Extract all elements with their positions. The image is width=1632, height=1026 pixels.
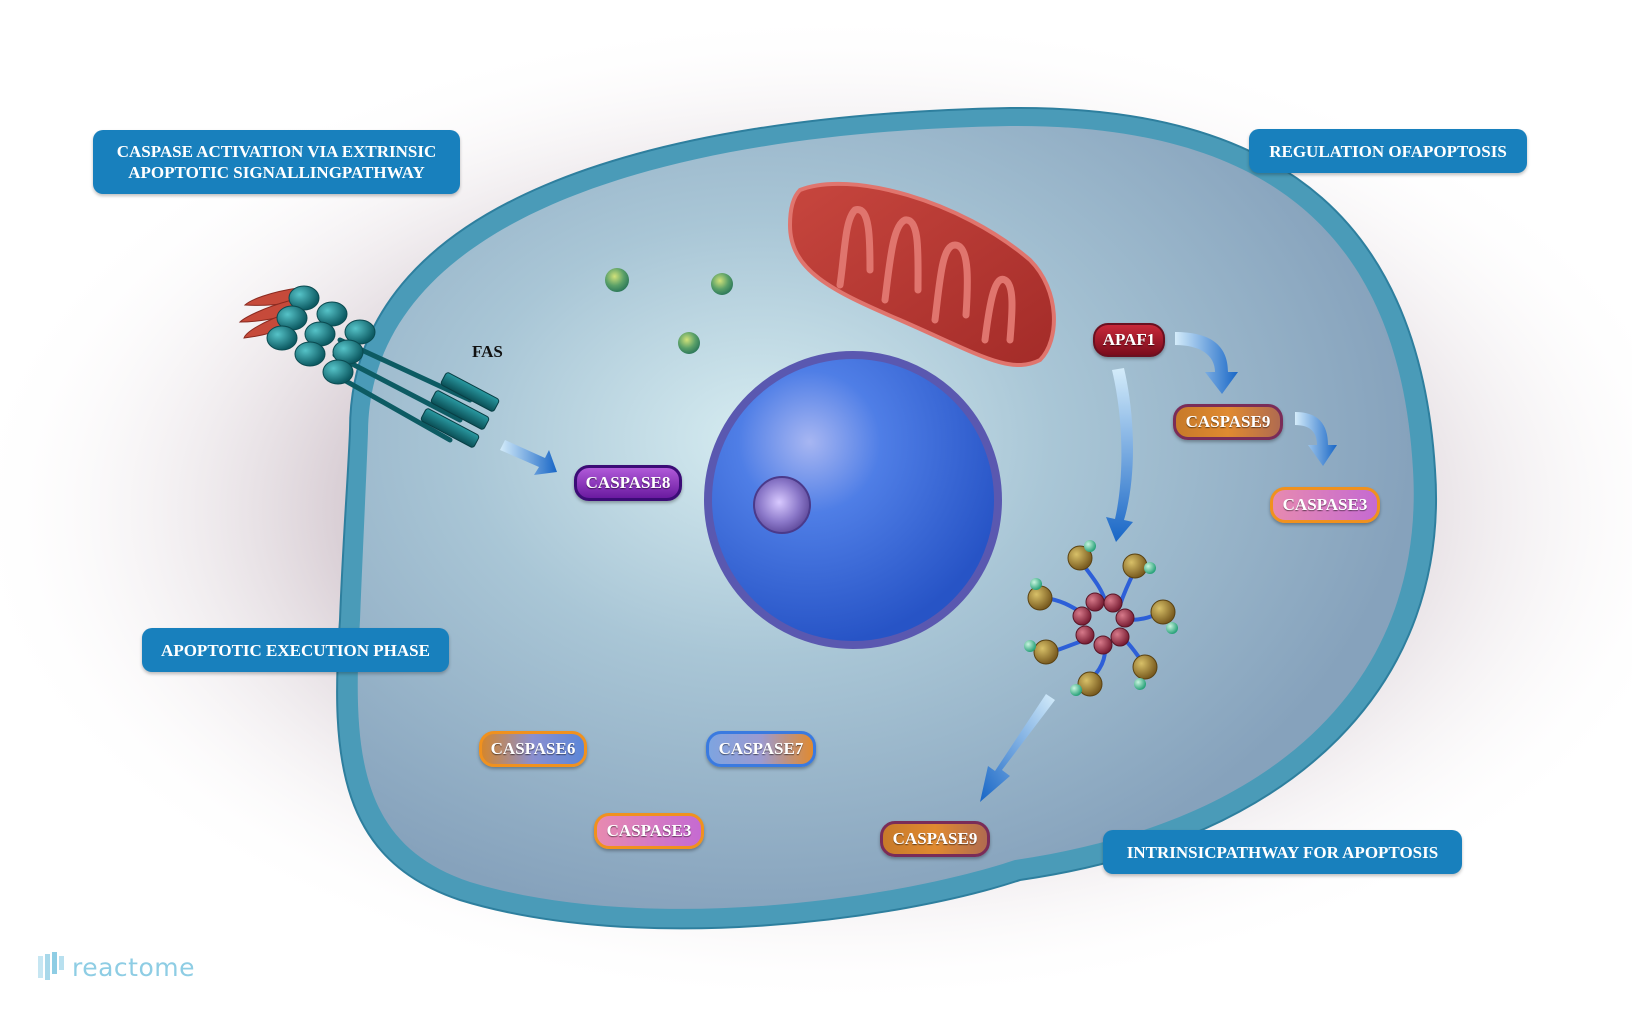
arrow-apoptosome-to-caspase9 <box>980 694 1055 802</box>
caspase9-top-pill[interactable]: CASPASE9 <box>1173 404 1283 440</box>
pathway-box-extrinsic-line1: CASPASE ACTIVATION VIA EXTRINSIC <box>116 142 437 161</box>
mitochondrion <box>787 181 1056 368</box>
apoptosome-icon <box>1024 540 1178 697</box>
caspase3-right-pill[interactable]: CASPASE3 <box>1270 487 1380 523</box>
caspase9-bottom-pill[interactable]: CASPASE9 <box>880 821 990 857</box>
pathway-box-extrinsic-line2: APOPTOTIC SIGNALLINGPATHWAY <box>128 163 425 182</box>
vesicle <box>711 273 733 295</box>
arrow-caspase9-to-caspase3 <box>1295 412 1337 466</box>
caspase3-bottom-pill[interactable]: CASPASE3 <box>594 813 704 849</box>
apaf1-pill[interactable]: APAF1 <box>1093 323 1165 357</box>
pathway-box-execution-label: APOPTOTIC EXECUTION PHASE <box>161 640 430 660</box>
arrow-apaf1-to-apoptosome <box>1106 368 1133 542</box>
pathway-box-execution[interactable]: APOPTOTIC EXECUTION PHASE <box>142 628 449 672</box>
pathway-box-intrinsic-label: INTRINSICPATHWAY FOR APOPTOSIS <box>1126 842 1439 862</box>
caspase7-pill[interactable]: CASPASE7 <box>706 731 816 767</box>
pathway-box-intrinsic[interactable]: INTRINSICPATHWAY FOR APOPTOSIS <box>1103 830 1462 874</box>
pathway-box-regulation[interactable]: REGULATION OFAPOPTOSIS <box>1249 129 1527 173</box>
arrow-apaf1-to-caspase9 <box>1175 332 1238 394</box>
caspase6-pill[interactable]: CASPASE6 <box>479 731 587 767</box>
nucleolus <box>753 476 811 534</box>
fas-receptor-icon <box>238 285 500 448</box>
nucleus <box>704 351 1002 649</box>
reactome-logo: reactome <box>36 950 195 984</box>
fas-label: FAS <box>472 342 503 361</box>
pathway-box-extrinsic[interactable]: CASPASE ACTIVATION VIA EXTRINSIC APOPTOT… <box>93 130 460 194</box>
vesicle <box>678 332 700 354</box>
caspase8-pill[interactable]: CASPASE8 <box>574 465 682 501</box>
pathway-box-regulation-label: REGULATION OFAPOPTOSIS <box>1269 141 1507 161</box>
reactome-logo-text: reactome <box>72 952 196 982</box>
reactome-logo-icon <box>38 952 64 980</box>
arrow-fas-to-caspase8 <box>500 440 557 475</box>
vesicle <box>605 268 629 292</box>
